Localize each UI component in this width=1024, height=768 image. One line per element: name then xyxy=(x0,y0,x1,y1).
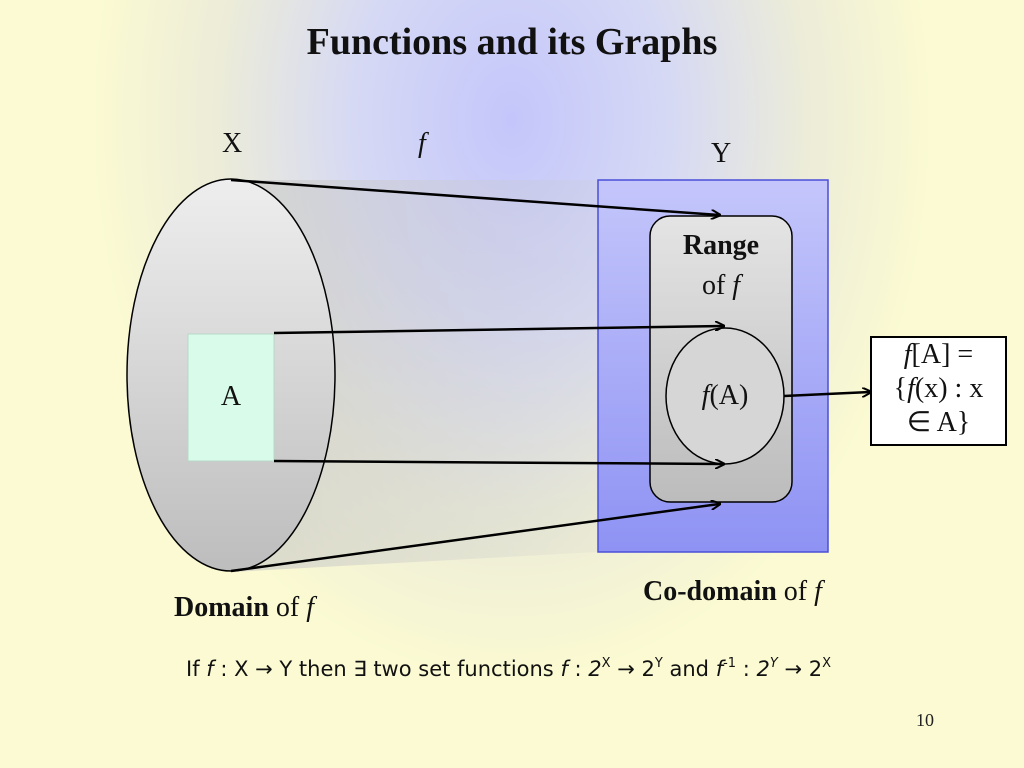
definition-line-3: ∈ A} xyxy=(906,407,971,438)
footer-if: If xyxy=(186,657,207,681)
domain-title: Domain xyxy=(174,592,269,623)
arrow-domain-bottom-to-range xyxy=(230,504,719,573)
footer-sup3: -1 xyxy=(723,656,737,671)
arrow-domain-top-to-range xyxy=(230,178,719,215)
footer-arrow1: → 2 xyxy=(610,657,655,681)
page-number: 10 xyxy=(916,710,934,730)
footer-sup4: Y xyxy=(769,656,778,671)
definition-line-1: f[A] = xyxy=(872,338,1005,372)
mapping-shade xyxy=(232,180,598,572)
footer-arrow2: → 2 xyxy=(777,657,823,681)
domain-label: Domain of f xyxy=(174,592,314,624)
def-line1-rest: [A] = xyxy=(911,339,974,370)
footer-sup5: X xyxy=(822,656,832,671)
set-X-label: X xyxy=(222,128,243,159)
range-label: Range of f xyxy=(650,226,792,306)
footer-sup1: X xyxy=(601,656,611,671)
range-title: Range xyxy=(682,230,760,261)
range-of-text: of xyxy=(701,270,733,301)
codomain-label: Co-domain of f xyxy=(643,576,822,608)
footer-sup2: Y xyxy=(654,656,663,671)
footer-f2: f xyxy=(560,657,568,681)
domain-of: of xyxy=(268,592,307,623)
footer-two2: 2 xyxy=(756,657,770,681)
arrow-A-top-to-fA xyxy=(273,326,723,335)
range-f-text: f xyxy=(732,270,741,301)
footer-f3: f xyxy=(715,657,724,681)
footer-map1: : X → Y then ∃ two set functions xyxy=(213,657,561,681)
fA-label: f(A) xyxy=(666,380,784,412)
def-line2-rest: (x) : x xyxy=(914,373,984,404)
def-f2: f xyxy=(907,373,915,404)
arrow-A-bottom-to-fA xyxy=(273,461,723,464)
codomain-f: f xyxy=(814,576,822,607)
footer-colon2: : xyxy=(736,657,757,681)
domain-f: f xyxy=(306,592,315,623)
footer-f1: f xyxy=(206,657,214,681)
slide-title: Functions and its Graphs xyxy=(306,21,718,63)
subset-A xyxy=(187,333,275,462)
def-brace: { xyxy=(893,373,908,404)
subset-A-label: A xyxy=(220,381,242,412)
fA-f: f xyxy=(701,380,710,411)
footer-colon1: : xyxy=(567,657,589,681)
image-definition-box: f[A] = {f(x) : x ∈ A} xyxy=(870,336,1007,446)
footer-two1: 2 xyxy=(588,657,602,681)
set-functions-statement: If f : X → Y then ∃ two set functions f … xyxy=(186,656,831,681)
definition-line-2: {f(x) : x xyxy=(872,372,1005,406)
function-f-label: f xyxy=(418,128,426,159)
def-f1: f xyxy=(903,339,912,370)
fA-rest: (A) xyxy=(709,380,749,411)
footer-and: and xyxy=(662,657,716,681)
codomain-title: Co-domain xyxy=(643,576,777,607)
arrow-fA-to-definition xyxy=(783,392,870,396)
codomain-of: of xyxy=(776,576,815,607)
range-subtitle: of f xyxy=(650,266,792,306)
set-Y-label: Y xyxy=(711,138,732,169)
